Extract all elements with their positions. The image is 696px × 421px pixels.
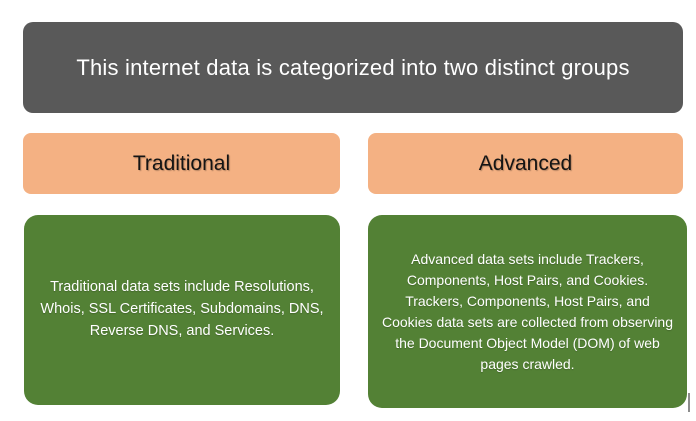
category-description-advanced: Advanced data sets include Trackers, Com… (368, 215, 687, 408)
header-banner: This internet data is categorized into t… (23, 22, 683, 113)
category-description-advanced-text: Advanced data sets include Trackers, Com… (381, 250, 674, 372)
page-title: This internet data is categorized into t… (76, 54, 630, 80)
category-description-traditional-text: Traditional data sets include Resolution… (40, 279, 324, 339)
text-cursor (688, 393, 690, 412)
category-description-traditional: Traditional data sets include Resolution… (24, 215, 340, 405)
category-label-traditional-text: Traditional (132, 151, 231, 175)
category-label-advanced: Advanced (368, 133, 683, 194)
category-label-traditional: Traditional (23, 133, 340, 194)
category-label-advanced-text: Advanced (478, 151, 573, 175)
